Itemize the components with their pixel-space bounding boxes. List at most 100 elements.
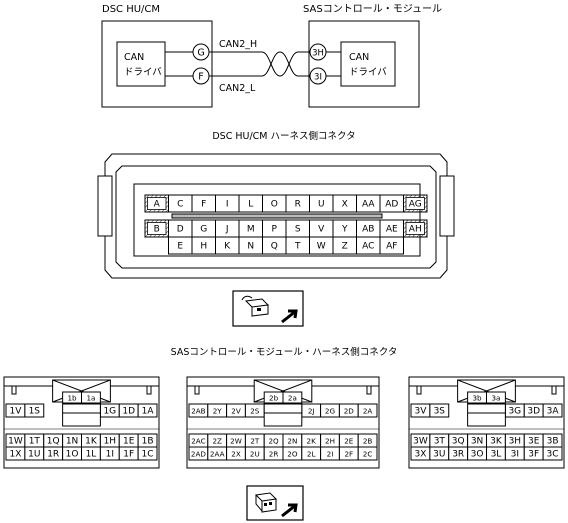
sas-pin-2c: 2C — [357, 446, 378, 461]
dsc-can-driver-line2: ドライバ — [124, 67, 162, 78]
sas-pin-1x: 1X — [5, 446, 26, 461]
dsc-pin-ad: AD — [379, 194, 404, 213]
sas-pin-1w: 1W — [5, 433, 26, 448]
sas-pin-1f-label: 1F — [123, 450, 134, 460]
sas-pin-3o-label: 3O — [471, 450, 484, 460]
dsc-pin-k-label: K — [224, 242, 231, 252]
sas-pin-3o: 3O — [467, 446, 487, 461]
dsc-pin-ag-label: AG — [409, 200, 422, 210]
wire-can2-h-label: CAN2_H — [219, 39, 257, 50]
sas-pin-2x-label: 2X — [231, 450, 241, 459]
sas-pin-3a-label: 3A — [547, 407, 560, 417]
dsc-pin-e: E — [168, 236, 193, 255]
sas-pin-3u-label: 3U — [433, 450, 445, 460]
sas-pin-3w: 3W — [410, 433, 431, 448]
sas-title: SASコントロール・モジュール — [303, 4, 442, 15]
sas-pin-3a-label: 3a — [491, 394, 500, 403]
sas-pin-3s-label: 3S — [434, 407, 446, 417]
sas-pin-3a: 3a — [486, 391, 506, 404]
pin-3i-label: 3I — [314, 73, 322, 83]
sas-pin-1b-label: 1b — [67, 394, 77, 403]
sas-pin-1h-label: 1H — [104, 437, 117, 447]
dsc-pin-ac: AC — [356, 236, 381, 255]
dsc-pin-z-label: Z — [342, 242, 348, 252]
sas-pin-1f: 1F — [118, 446, 139, 461]
sas-pin-3g-label: 3G — [508, 407, 521, 417]
dsc-pin-f: F — [191, 194, 216, 213]
dsc-can-driver-line1: CAN — [124, 52, 144, 63]
sas-connector-view-icon — [246, 485, 304, 521]
dsc-pin-c: C — [168, 194, 193, 213]
twisted-pair-wires — [209, 51, 310, 77]
dsc-pin-b-label: B — [154, 225, 160, 235]
sas-pin-1s: 1S — [24, 403, 45, 418]
sas-pin-1u: 1U — [24, 446, 45, 461]
sas-pin-3t: 3T — [429, 433, 450, 448]
sas-pin-1c: 1C — [137, 446, 158, 461]
sas-pin-1a-label: 1A — [142, 407, 155, 417]
dsc-pin-ah-label: AH — [409, 225, 422, 235]
dsc-pin-i: I — [215, 194, 240, 213]
sas-pin-3d-label: 3D — [527, 407, 540, 417]
sas-pin-1a-label: 1a — [86, 394, 95, 403]
dsc-pin-m: M — [238, 219, 263, 238]
dsc-pin-u: U — [309, 194, 334, 213]
dsc-connector-view-icon — [232, 290, 304, 327]
sas-pin-1q: 1Q — [43, 433, 64, 448]
sas-pin-2h: 2H — [320, 433, 340, 448]
sas-pin-3n: 3N — [467, 433, 487, 448]
sas-pin-3e: 3E — [523, 433, 544, 448]
sas-pin-2s: 2S — [244, 403, 265, 418]
sas-pin-2ab-label: 2AB — [191, 407, 205, 416]
sas-pin-2t: 2T — [244, 433, 265, 448]
sas-pin-2e-label: 2E — [344, 437, 354, 446]
dsc-pin-aa-label: AA — [362, 200, 375, 210]
sas-pin-3f-label: 3F — [528, 450, 539, 460]
dsc-pin-s-label: S — [295, 225, 301, 235]
sas-pin-2o-label: 2O — [287, 450, 298, 459]
sas-pin-3q: 3Q — [448, 433, 469, 448]
sas-can-driver-line1: CAN — [349, 52, 369, 63]
sas-pin-1u-label: 1U — [28, 450, 40, 460]
sas-pin-2u: 2U — [244, 446, 265, 461]
sas-pin-3b-label: 3B — [547, 437, 559, 447]
sas-pin-2a: 2A — [357, 403, 378, 418]
sas-pin-3b: 3B — [542, 433, 563, 448]
sas-pin-3d: 3D — [523, 403, 544, 418]
dsc-pin-h-label: H — [200, 242, 207, 252]
pin-f-label: F — [198, 72, 203, 83]
dsc-pin-k: K — [215, 236, 240, 255]
sas-pin-1g-label: 1G — [103, 407, 116, 417]
sas-pin-2q: 2Q — [263, 433, 284, 448]
sas-pin-1o: 1O — [62, 446, 82, 461]
sas-pin-3b: 3b — [467, 391, 487, 404]
sas-pin-2z: 2Z — [207, 433, 228, 448]
sas-pin-2v: 2V — [226, 403, 246, 418]
dsc-pin-w: W — [309, 236, 334, 255]
sas-pin-3w-label: 3W — [413, 437, 428, 447]
dsc-pin-q: Q — [262, 236, 287, 255]
sas-pin-3q-label: 3Q — [452, 437, 465, 447]
sas-pin-2z-label: 2Z — [212, 437, 222, 446]
dsc-pin-y-label: Y — [341, 225, 348, 235]
sas-can-driver-line2: ドライバ — [349, 67, 387, 78]
sas-pin-2x: 2X — [226, 446, 246, 461]
sas-pin-2b: 2B — [357, 433, 378, 448]
sas-pin-3b-label: 3b — [472, 394, 482, 403]
sas-pin-2r: 2R — [263, 446, 284, 461]
dsc-pin-n: N — [238, 236, 263, 255]
dsc-pin-l: L — [238, 194, 263, 213]
dsc-pin-g-label: G — [200, 225, 207, 235]
dsc-pin-x: X — [332, 194, 357, 213]
dsc-pin-x-label: X — [342, 200, 348, 210]
sas-pin-1h: 1H — [99, 433, 120, 448]
dsc-module-box — [101, 20, 213, 108]
sas-pin-3x: 3X — [410, 446, 431, 461]
sas-pin-3l: 3L — [486, 446, 506, 461]
sas-pin-2ad-label: 2AD — [191, 450, 206, 459]
sas-pin-1b: 1b — [62, 391, 82, 404]
dsc-pin-v: V — [309, 219, 334, 238]
sas-pin-1q-label: 1Q — [47, 437, 60, 447]
sas-pin-1i: 1I — [99, 446, 120, 461]
